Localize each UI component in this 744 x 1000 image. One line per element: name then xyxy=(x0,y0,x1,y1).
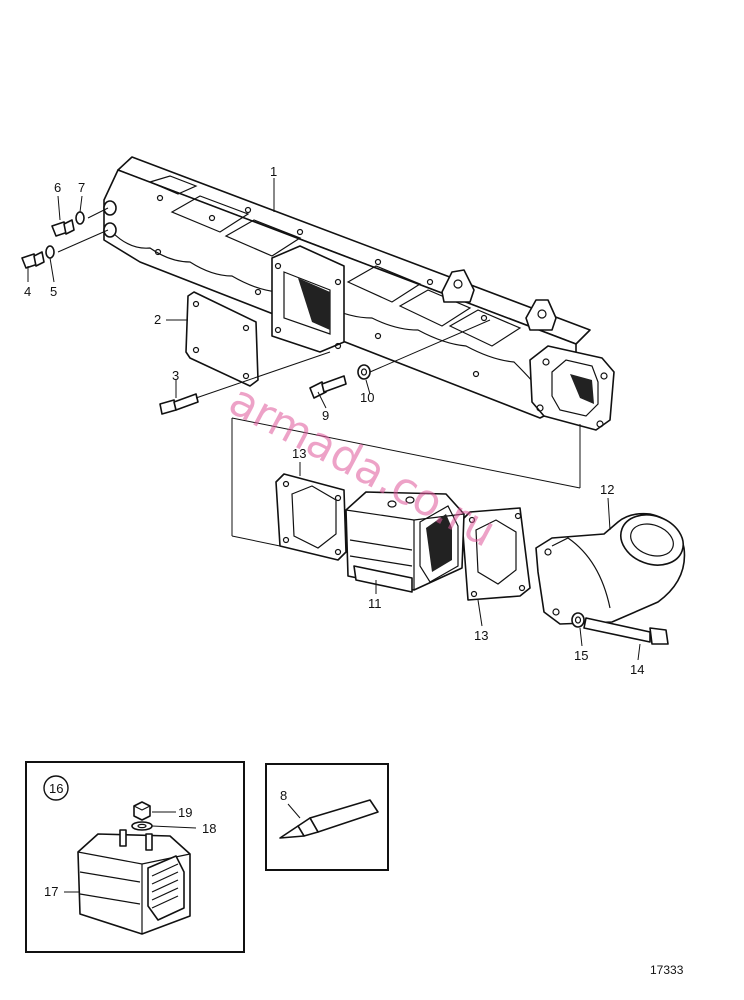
callout-18: 18 xyxy=(202,821,216,836)
washer-10 xyxy=(357,364,371,380)
callout-13-left: 13 xyxy=(292,446,306,461)
plug-lower xyxy=(21,251,45,269)
callout-5: 5 xyxy=(50,284,57,299)
callout-13-right: 13 xyxy=(474,628,488,643)
cover-screw xyxy=(159,393,199,415)
washer-15 xyxy=(571,612,585,628)
callout-7: 7 xyxy=(78,180,85,195)
callout-17: 17 xyxy=(44,884,58,899)
cover-plate xyxy=(185,291,259,387)
callout-10: 10 xyxy=(360,390,374,405)
callout-6: 6 xyxy=(54,180,61,195)
heat-exchanger-block xyxy=(345,491,465,593)
washer-upper xyxy=(75,211,85,225)
callout-11: 11 xyxy=(368,596,382,611)
callout-9: 9 xyxy=(322,408,329,423)
exchanger-core xyxy=(77,833,191,935)
studs xyxy=(119,829,153,851)
callout-3: 3 xyxy=(172,368,179,383)
callout-2: 2 xyxy=(154,312,161,327)
exhaust-manifold xyxy=(103,156,615,431)
plug-upper xyxy=(51,219,75,237)
bolt-14 xyxy=(583,617,669,645)
inset-sealant-8: 8 xyxy=(265,763,389,871)
gasket-right xyxy=(461,507,531,601)
callout-8: 8 xyxy=(280,788,287,803)
assembly-frame-lines xyxy=(57,207,581,547)
reference-number: 17333 xyxy=(650,963,684,977)
callout-labels: 1 2 3 4 5 6 7 9 10 11 12 13 13 14 15 xyxy=(24,164,644,677)
callout-16-circle xyxy=(43,775,69,801)
callout-12: 12 xyxy=(600,482,614,497)
gasket-left xyxy=(275,473,347,561)
washer-18 xyxy=(131,821,153,831)
callout-1: 1 xyxy=(270,164,277,179)
callout-14: 14 xyxy=(630,662,644,677)
washer-lower xyxy=(45,245,55,259)
inset-kit-16: 16 19 18 17 xyxy=(25,761,245,953)
sealant-tube xyxy=(279,799,379,839)
exhaust-elbow xyxy=(535,512,686,625)
callout-15: 15 xyxy=(574,648,588,663)
callout-leaders xyxy=(27,178,641,661)
callout-16: 16 xyxy=(49,781,63,796)
callout-4: 4 xyxy=(24,284,31,299)
bolt-9 xyxy=(309,375,347,399)
nut-19 xyxy=(133,801,151,821)
callout-19: 19 xyxy=(178,805,192,820)
